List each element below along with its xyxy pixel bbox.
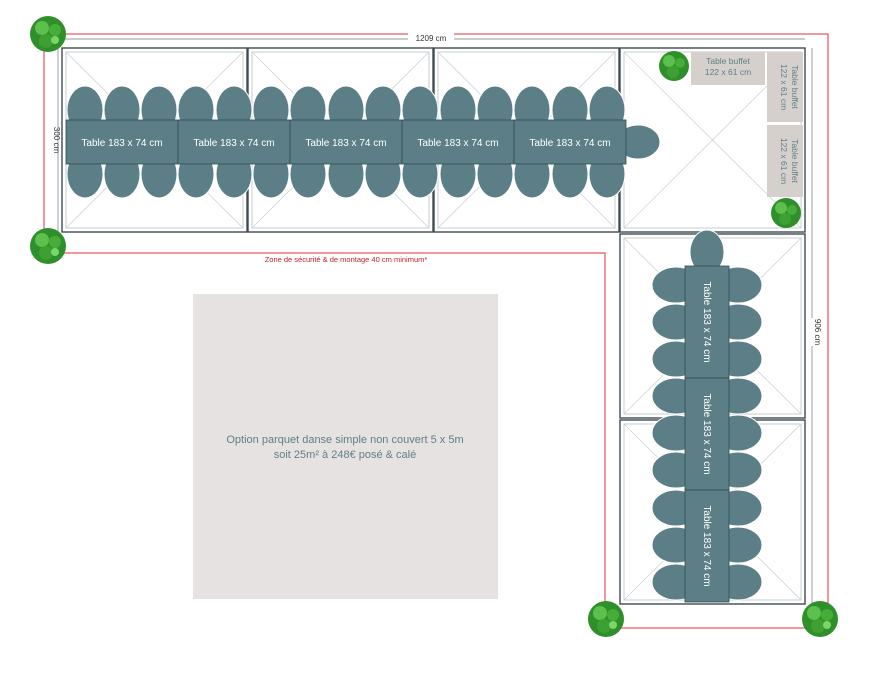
table-label: Table 183 x 74 cm xyxy=(81,138,162,149)
horizontal-table-5: Table 183 x 74 cm xyxy=(513,119,627,165)
dimension-right-label: 906 cm xyxy=(813,319,822,346)
table-label: Table 183 x 74 cm xyxy=(701,393,712,474)
horizontal-table-1: Table 183 x 74 cm xyxy=(65,119,179,165)
dance-floor-line1: Option parquet danse simple non couvert … xyxy=(226,434,463,446)
table-label: Table 183 x 74 cm xyxy=(701,281,712,362)
dimension-left-label: 300 cm xyxy=(52,127,61,154)
table-label: Table 183 x 74 cm xyxy=(305,138,386,149)
plant-icon xyxy=(588,601,624,637)
plant-icon xyxy=(30,16,66,52)
buffet-label-line1: Table buffet xyxy=(790,139,800,183)
horizontal-table-3: Table 183 x 74 cm xyxy=(289,119,403,165)
table-label: Table 183 x 74 cm xyxy=(701,505,712,586)
buffet-label-line1: Table buffet xyxy=(790,65,800,109)
dimension-top: 1209 cm xyxy=(65,33,805,44)
buffet-label-line1: Table buffet xyxy=(706,56,750,66)
buffet-label-line2: 122 x 61 cm xyxy=(705,67,751,77)
buffet-table-right-upper: Table buffet 122 x 61 cm xyxy=(767,52,803,122)
buffet-label-line2: 122 x 61 cm xyxy=(779,138,789,184)
vertical-table-2: Table 183 x 74 cm xyxy=(684,377,730,491)
dimension-right: 906 cm xyxy=(807,48,822,605)
plant-icon xyxy=(659,51,689,81)
plant-icon xyxy=(802,601,838,637)
table-label: Table 183 x 74 cm xyxy=(529,138,610,149)
table-label: Table 183 x 74 cm xyxy=(193,138,274,149)
plant-icon xyxy=(771,198,801,228)
buffet-table-top: Table buffet 122 x 61 cm xyxy=(691,52,765,85)
safety-zone-label: Zone de sécurité & de montage 40 cm mini… xyxy=(265,255,428,264)
buffet-table-right-lower: Table buffet 122 x 61 cm xyxy=(767,125,803,197)
dimension-left: 300 cm xyxy=(52,48,61,232)
horizontal-table-2: Table 183 x 74 cm xyxy=(177,119,291,165)
plant-icon xyxy=(30,228,66,264)
dance-floor-line2: soit 25m² à 248€ posé & calé xyxy=(274,449,416,461)
vertical-table-3: Table 183 x 74 cm xyxy=(684,489,730,603)
horizontal-table-4: Table 183 x 74 cm xyxy=(401,119,515,165)
dimension-top-label: 1209 cm xyxy=(416,34,447,43)
vertical-table-1: Table 183 x 74 cm xyxy=(684,265,730,379)
buffet-label-line2: 122 x 61 cm xyxy=(779,64,789,110)
dance-floor-option: Option parquet danse simple non couvert … xyxy=(193,294,498,599)
table-label: Table 183 x 74 cm xyxy=(417,138,498,149)
